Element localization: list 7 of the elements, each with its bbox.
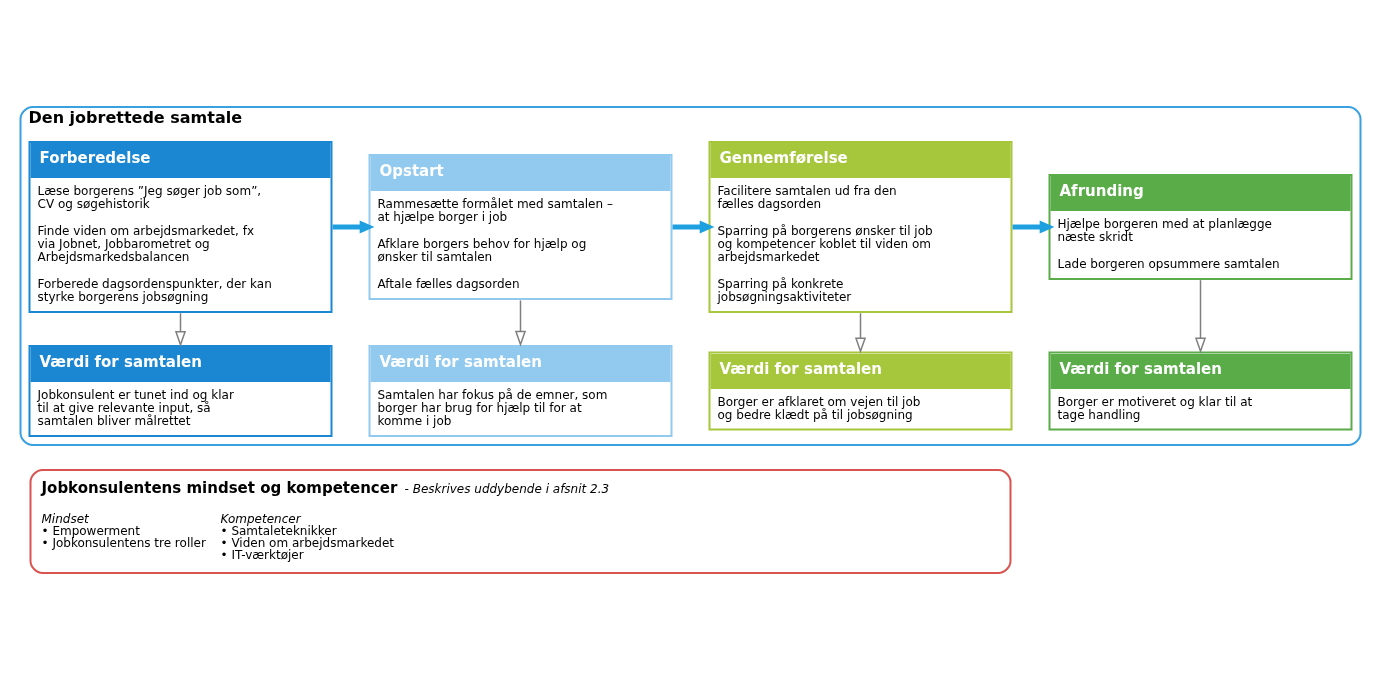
arrow: [174, 312, 187, 347]
arrow: [332, 220, 375, 234]
arrow: [1012, 220, 1055, 234]
arrow: [854, 312, 867, 354]
arrow: [1194, 279, 1207, 354]
arrow: [672, 220, 715, 234]
arrow: [514, 299, 527, 347]
